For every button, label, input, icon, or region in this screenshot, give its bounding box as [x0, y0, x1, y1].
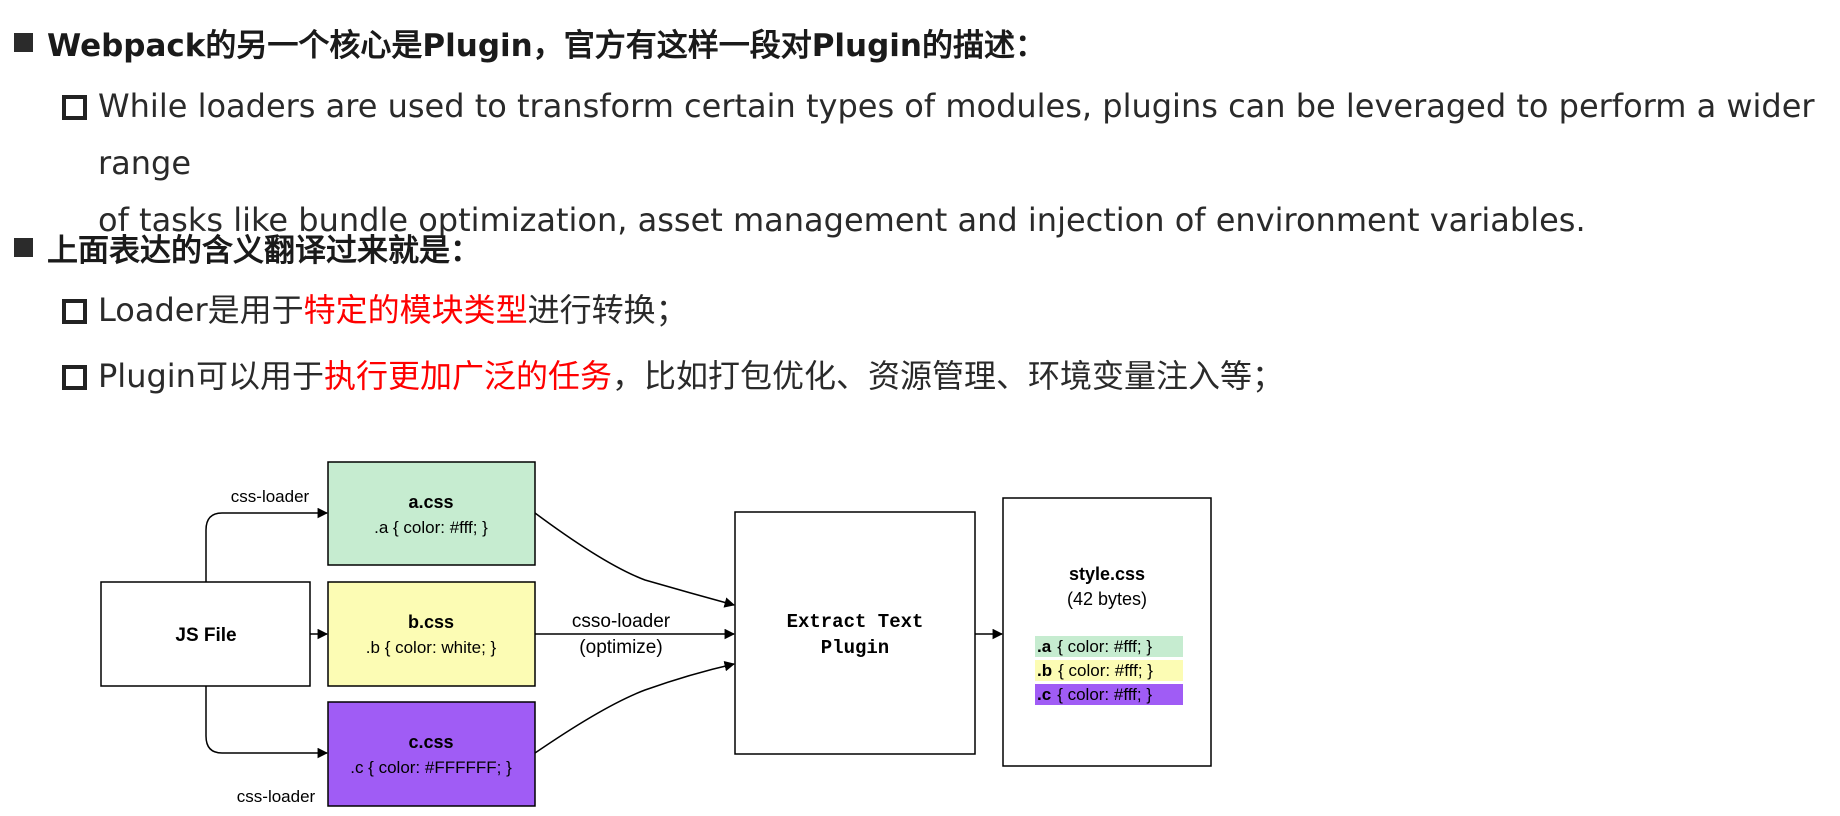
style-css-size: (42 bytes)	[1067, 589, 1147, 609]
out-b-rule: { color: #fff; }	[1058, 661, 1153, 680]
out-c-selector: .c	[1037, 685, 1051, 704]
square-bullet-icon	[14, 238, 33, 257]
hollow-square-bullet-icon	[62, 299, 87, 324]
loader-item: Loader是用于特定的模块类型进行转换；	[62, 282, 688, 339]
c-css-name: c.css	[408, 732, 453, 752]
optimize-label: (optimize)	[579, 637, 662, 658]
a-css-box	[327, 461, 536, 566]
extract-line-2: Plugin	[821, 637, 889, 659]
quote-text: While loaders are used to transform cert…	[98, 78, 1840, 249]
out-b-selector: .b	[1037, 661, 1052, 680]
out-a-highlight	[1035, 636, 1183, 657]
out-b-line: .b { color: #fff; }	[1037, 661, 1153, 680]
css-loader-top-label: css-loader	[231, 487, 310, 506]
b-css-name: b.css	[408, 612, 454, 632]
plugin-flow-diagram: JS File a.css .a { color: #fff; } b.css …	[100, 461, 1212, 807]
plugin-highlight: 执行更加广泛的任务	[323, 357, 612, 395]
heading-translation: 上面表达的含义翻译过来就是：	[14, 225, 481, 270]
a-css-rule: .a { color: #fff; }	[374, 518, 488, 537]
a-css-name: a.css	[408, 492, 453, 512]
plugin-prefix: Plugin可以用于	[98, 357, 324, 395]
quote-line-1: While loaders are used to transform cert…	[98, 87, 1815, 182]
arrow-a-to-extract	[534, 512, 736, 608]
out-c-line: .c { color: #fff; }	[1037, 685, 1152, 704]
heading-plugin-text: Webpack的另一个核心是Plugin，官方有这样一段对Plugin的描述：	[47, 28, 1047, 64]
csso-loader-label: csso-loader	[572, 611, 671, 632]
arrow-js-to-a	[205, 507, 329, 582]
extract-text-plugin-box	[734, 511, 976, 755]
css-loader-bottom-label: css-loader	[237, 787, 316, 806]
arrow-js-to-c	[205, 686, 329, 759]
loader-prefix: Loader是用于	[98, 291, 304, 329]
plugin-item: Plugin可以用于执行更加广泛的任务，比如打包优化、资源管理、环境变量注入等；	[62, 348, 1284, 405]
style-css-name: style.css	[1069, 564, 1145, 584]
out-c-rule: { color: #fff; }	[1057, 685, 1152, 704]
out-b-highlight	[1035, 660, 1183, 681]
loader-item-text: Loader是用于特定的模块类型进行转换；	[98, 282, 688, 339]
out-a-line: .a { color: #fff; }	[1037, 637, 1152, 656]
hollow-square-bullet-icon	[62, 95, 87, 120]
out-c-highlight	[1035, 684, 1183, 705]
plugin-suffix: ，比如打包优化、资源管理、环境变量注入等；	[611, 357, 1284, 395]
out-a-selector: .a	[1037, 637, 1052, 656]
style-css-box	[1002, 497, 1212, 767]
c-css-rule: .c { color: #FFFFFF; }	[350, 758, 512, 777]
hollow-square-bullet-icon	[62, 365, 87, 390]
js-file-label: JS File	[175, 625, 236, 646]
quote-item: While loaders are used to transform cert…	[62, 78, 1840, 249]
b-css-box	[327, 581, 536, 687]
c-css-box	[327, 701, 536, 807]
heading-plugin: Webpack的另一个核心是Plugin，官方有这样一段对Plugin的描述：	[14, 20, 1046, 65]
plugin-item-text: Plugin可以用于执行更加广泛的任务，比如打包优化、资源管理、环境变量注入等；	[98, 348, 1284, 405]
arrow-c-to-extract	[534, 660, 736, 754]
out-a-rule: { color: #fff; }	[1057, 637, 1152, 656]
quote-line-2: of tasks like bundle optimization, asset…	[98, 201, 1586, 239]
csso-label-bg	[561, 609, 681, 629]
loader-highlight: 特定的模块类型	[303, 291, 528, 329]
heading-translation-text: 上面表达的含义翻译过来就是：	[47, 233, 481, 269]
square-bullet-icon	[14, 33, 33, 52]
extract-line-1: Extract Text	[787, 611, 924, 633]
loader-suffix: 进行转换；	[527, 291, 688, 329]
b-css-rule: .b { color: white; }	[366, 638, 497, 657]
js-file-box	[100, 581, 311, 687]
